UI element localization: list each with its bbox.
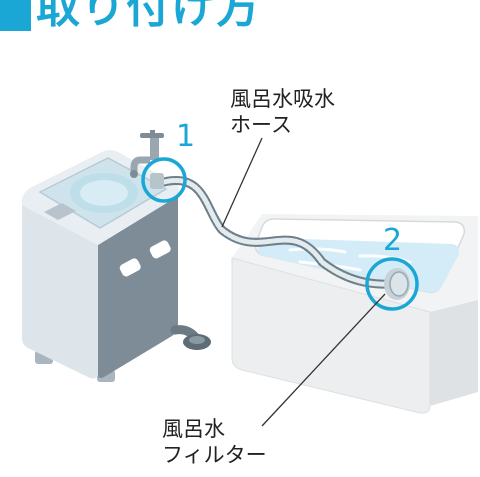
callout-circle-1 bbox=[141, 157, 187, 203]
callout-number-1: 1 bbox=[176, 119, 196, 154]
hose-label: 風呂水吸水 ホース bbox=[230, 86, 335, 139]
hose-label-line1: 風呂水吸水 bbox=[230, 87, 335, 111]
washing-machine bbox=[21, 150, 211, 382]
hose-leader-line bbox=[221, 137, 263, 228]
callout-number-2: 2 bbox=[383, 223, 403, 258]
title-marker bbox=[0, 0, 31, 31]
bath-filter bbox=[384, 268, 410, 300]
callout-circle-2 bbox=[365, 257, 419, 311]
filter-label-line2: フィルター bbox=[162, 443, 267, 468]
faucet-icon bbox=[130, 130, 164, 178]
filter-label-line1: 風呂水 bbox=[162, 417, 225, 441]
page-title: 取り付け方 bbox=[36, 0, 261, 33]
hose-label-line2: ホース bbox=[230, 113, 292, 138]
filter-label: 風呂水 フィルター bbox=[162, 416, 267, 469]
filter-leader-line bbox=[261, 293, 386, 427]
